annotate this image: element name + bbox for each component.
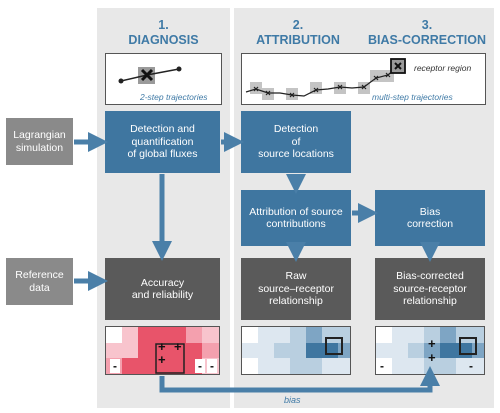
stage-number: 3. <box>421 18 433 32</box>
bc-minus-marker: - <box>469 359 473 373</box>
bias-corrected-relationship-box: Bias-corrected source-receptor relations… <box>375 258 485 320</box>
bias-corrected-heatmap-cells <box>376 327 484 374</box>
detection-global-fluxes-box: Detection and quantification of global f… <box>105 111 220 173</box>
raw-relationship-heatmap <box>241 326 351 375</box>
stage-name: DIAGNOSIS <box>128 33 199 47</box>
bias-arrow <box>159 366 440 393</box>
diag-plus-marker: + <box>158 339 166 354</box>
multi-step-caption: multi-step trajectories <box>372 92 453 102</box>
two-step-trajectory-panel <box>105 53 222 105</box>
diag-minus-marker: - <box>207 359 217 373</box>
bc-plus-marker: + <box>428 350 436 365</box>
bc-minus-marker: - <box>380 359 384 373</box>
reference-data-box: Reference data <box>6 258 73 305</box>
detection-source-locations-box: Detection of source locations <box>241 111 351 173</box>
diag-plus-marker: + <box>158 352 166 367</box>
stage-name: ATTRIBUTION <box>256 33 340 47</box>
lagrangian-simulation-box: Lagrangian simulation <box>6 118 73 165</box>
stage-attribution-title: 2. ATTRIBUTION <box>238 18 358 48</box>
attribution-box: Attribution of source contributions <box>241 190 351 246</box>
diag-minus-marker: - <box>195 359 205 373</box>
flow-arrows <box>74 132 440 291</box>
two-step-trajectory-icon <box>118 66 182 84</box>
diag-minus-marker: - <box>110 359 120 373</box>
accuracy-reliability-box: Accuracy and reliability <box>105 258 220 320</box>
stage-name: BIAS-CORRECTION <box>367 33 487 47</box>
bias-corrected-heatmap <box>375 326 485 375</box>
two-step-caption: 2-step trajectories <box>140 92 208 102</box>
raw-heatmap-cells <box>242 327 350 374</box>
bc-plus-marker: + <box>428 336 436 351</box>
multi-step-trajectory-panel <box>241 53 486 105</box>
stage-bias-correction-title: 3. BIAS-CORRECTION <box>362 18 492 48</box>
stage-number: 1. <box>158 18 169 32</box>
multi-step-trajectory-icon <box>245 58 406 100</box>
bias-correction-box: Bias correction <box>375 190 485 246</box>
receptor-region-caption: receptor region <box>414 63 472 73</box>
bias-caption: bias <box>284 395 301 405</box>
raw-relationship-box: Raw source–receptor relationship <box>241 258 351 320</box>
stage-number: 2. <box>292 18 304 32</box>
diag-plus-marker: + <box>174 339 182 354</box>
stage-diagnosis-title: 1. DIAGNOSIS <box>100 18 227 48</box>
